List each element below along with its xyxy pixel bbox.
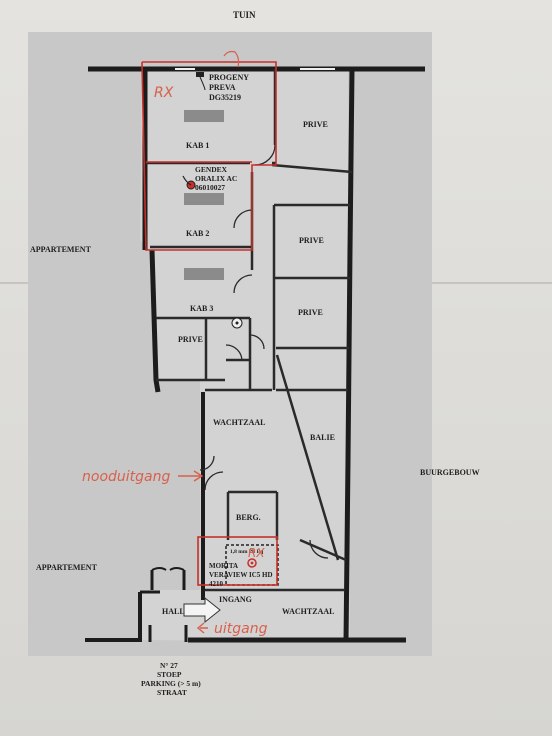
room-wachtzaal-bottom: WACHTZAAL <box>282 607 334 616</box>
room-berg: BERG. <box>236 513 261 522</box>
room-prive-mid2: PRIVE <box>298 308 323 317</box>
rx-pointer-icon <box>223 50 240 68</box>
dental-chair-kab1 <box>184 110 224 122</box>
handwritten-nooduitgang: nooduitgang <box>82 469 170 485</box>
label-buurgebouw: BUURGEBOUW <box>420 468 480 477</box>
room-wachtzaal-top: WACHTZAAL <box>213 418 265 427</box>
room-prive-top: PRIVE <box>303 120 328 129</box>
xray-icon-morita <box>247 558 257 568</box>
label-morita-3: 4210 <box>209 580 224 588</box>
label-bottom-3: PARKING (> 5 m) <box>141 679 201 688</box>
xray-icon-progeny <box>196 72 206 91</box>
label-morita-1: MORITA <box>209 562 238 570</box>
label-gendex-3: 06010027 <box>195 183 225 192</box>
building-floor <box>140 70 350 642</box>
rx-annotations <box>141 61 278 586</box>
label-bottom-4: STRAAT <box>157 688 187 697</box>
room-prive-mid1: PRIVE <box>299 236 324 245</box>
nooduitgang-arrow-icon <box>178 470 204 482</box>
uitgang-arrow-icon <box>196 622 208 634</box>
room-kab1: KAB 1 <box>186 141 209 150</box>
dental-chair-kab2 <box>184 193 224 205</box>
label-gendex-2: ORALIX AC <box>195 174 237 183</box>
label-gendex-1: GENDEX <box>195 165 228 174</box>
sink-icon <box>231 317 243 329</box>
label-bottom-2: STOEP <box>157 670 182 679</box>
room-prive-left: PRIVE <box>178 335 203 344</box>
label-progeny-2: PREVA <box>209 83 236 92</box>
xray-icon-gendex <box>182 175 196 190</box>
hall-doors <box>148 567 188 642</box>
label-tuin: TUIN <box>233 10 256 20</box>
room-balie: BALIE <box>310 433 335 442</box>
handwritten-rx-bottom: RX <box>248 546 265 560</box>
handwritten-rx-top: RX <box>154 85 174 101</box>
label-bottom-1: N° 27 <box>160 661 178 670</box>
room-ingang: INGANG <box>219 595 252 604</box>
inner-walls <box>145 69 353 592</box>
label-morita-shield: 1,8 mm Pb Eq <box>230 549 264 555</box>
room-kab2: KAB 2 <box>186 229 209 238</box>
label-progeny-1: PROGENY <box>209 73 249 82</box>
room-hall: HALL <box>162 607 185 616</box>
dental-chair-kab3 <box>184 268 224 280</box>
label-progeny-3: DG35219 <box>209 93 241 102</box>
handwritten-uitgang: uitgang <box>214 621 268 637</box>
label-appartement-bottom: APPARTEMENT <box>36 563 98 572</box>
label-appartement-top: APPARTEMENT <box>30 245 92 254</box>
room-kab3: KAB 3 <box>190 304 213 313</box>
exit-arrow-icon <box>183 596 221 624</box>
label-morita-2: VERAVIEW IC5 HD <box>209 571 273 579</box>
